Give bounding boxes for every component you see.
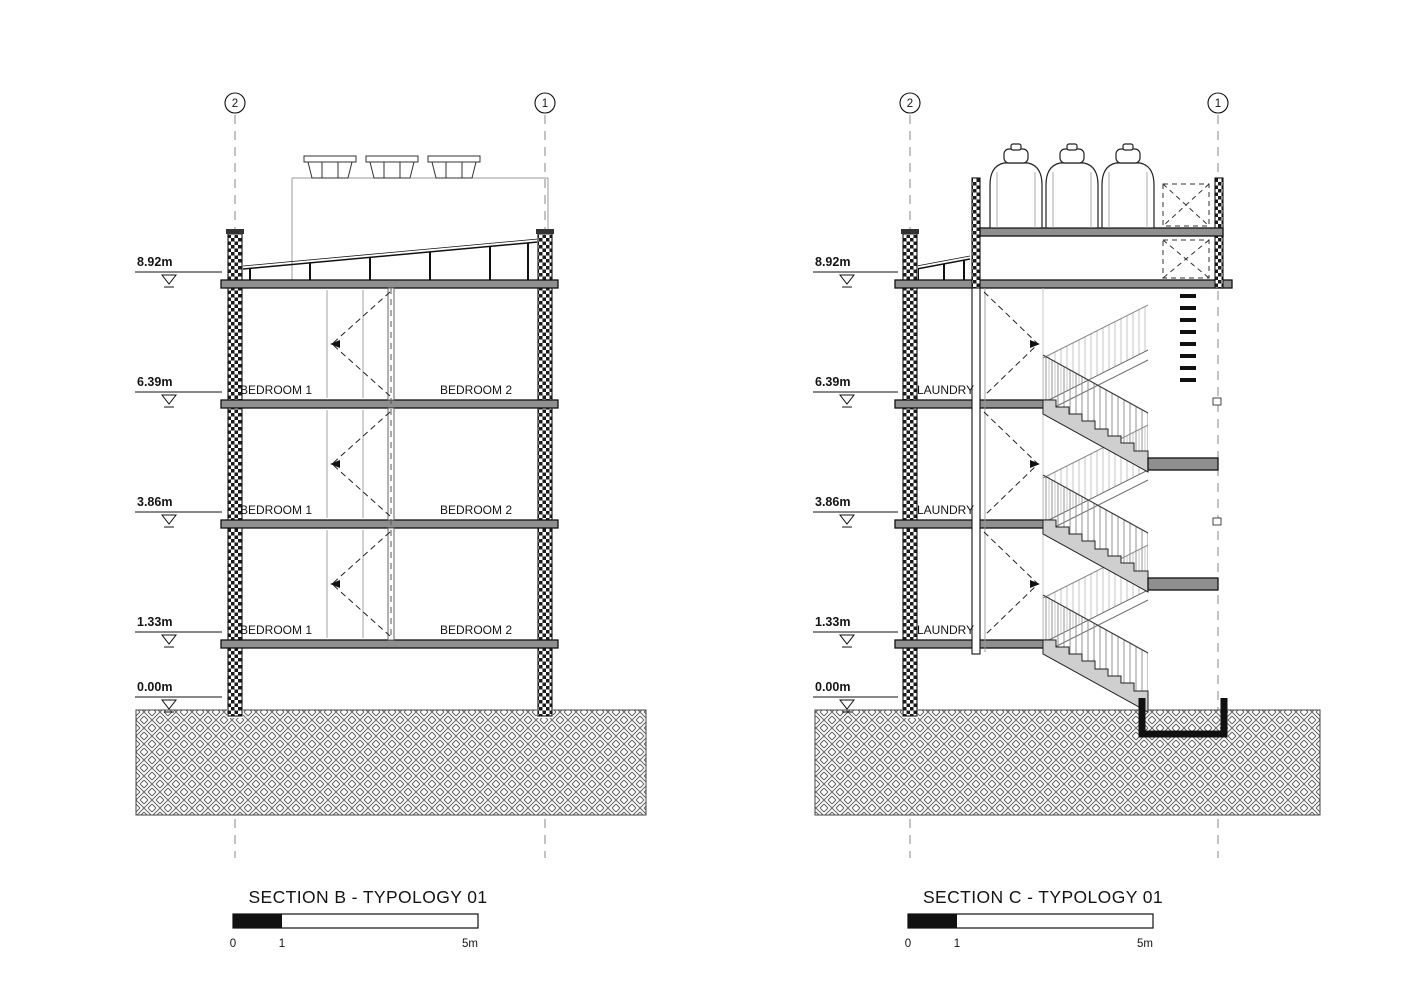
room-label: LAUNDRY bbox=[917, 383, 974, 397]
stair-footing bbox=[1138, 698, 1228, 738]
grid-marker-label: 1 bbox=[542, 98, 548, 110]
ground-hatch bbox=[814, 709, 1321, 816]
door-swing bbox=[983, 291, 1040, 637]
ground-hatch bbox=[135, 709, 647, 816]
water-tank bbox=[989, 143, 1043, 229]
vent-grille bbox=[1180, 294, 1196, 382]
floor-slab bbox=[220, 519, 559, 529]
room-label: BEDROOM 1 bbox=[240, 383, 312, 397]
room-label: BEDROOM 1 bbox=[240, 503, 312, 517]
floor-slab bbox=[220, 399, 559, 409]
scale-label: 1 bbox=[954, 938, 960, 950]
scale-label: 5m bbox=[1137, 938, 1153, 950]
facade-tick bbox=[1212, 517, 1222, 526]
elevation-marker: 0.00m bbox=[135, 680, 222, 713]
svg-text:1.33m: 1.33m bbox=[137, 615, 172, 629]
scale-label: 5m bbox=[462, 938, 478, 950]
grid-marker-2: 2 bbox=[224, 92, 246, 114]
elevation-marker: 8.92m bbox=[813, 255, 898, 288]
scale-bar: 0 1 5m bbox=[230, 913, 479, 950]
elevation-marker: 0.00m bbox=[813, 680, 898, 713]
roof-fan-unit bbox=[365, 155, 419, 179]
elevation-markers: 8.92m 6.39m 3.86m 1.33m 0.00m bbox=[135, 255, 222, 713]
elevation-marker: 6.39m bbox=[813, 375, 898, 408]
elevation-markers: 8.92m 6.39m 3.86m 1.33m 0.00m bbox=[813, 255, 898, 713]
grid-marker-2: 2 bbox=[899, 92, 921, 114]
column-cap bbox=[226, 229, 244, 234]
svg-text:8.92m: 8.92m bbox=[137, 255, 172, 269]
wall-cap bbox=[901, 229, 919, 234]
section-b: 2 1 bbox=[135, 92, 647, 950]
grid-marker-1: 1 bbox=[534, 92, 556, 114]
door-swing bbox=[330, 291, 391, 637]
duct-box bbox=[1162, 183, 1210, 279]
grid-marker-label: 2 bbox=[232, 98, 238, 110]
room-label: LAUNDRY bbox=[917, 623, 974, 637]
roof-slab bbox=[894, 279, 1233, 289]
svg-text:8.92m: 8.92m bbox=[815, 255, 850, 269]
roof-equipment bbox=[291, 155, 549, 280]
svg-text:6.39m: 6.39m bbox=[815, 375, 850, 389]
water-tanks bbox=[989, 143, 1155, 229]
room-labels: BEDROOM 1 BEDROOM 2 BEDROOM 1 BEDROOM 2 … bbox=[240, 383, 512, 637]
room-label: BEDROOM 2 bbox=[440, 383, 512, 397]
roof-slab bbox=[220, 279, 559, 289]
grid-marker-label: 2 bbox=[907, 98, 913, 110]
scale-bar: 0 1 5m bbox=[905, 913, 1154, 950]
room-label: LAUNDRY bbox=[917, 503, 974, 517]
elevation-marker: 3.86m bbox=[813, 495, 898, 528]
roof-fan-unit bbox=[427, 155, 481, 179]
column-cap bbox=[536, 229, 554, 234]
stair-wall-lower bbox=[971, 287, 981, 655]
elevation-marker: 1.33m bbox=[135, 615, 222, 648]
svg-text:0.00m: 0.00m bbox=[815, 680, 850, 694]
stair-wall-upper bbox=[971, 177, 981, 289]
elevation-marker: 3.86m bbox=[135, 495, 222, 528]
svg-text:1.33m: 1.33m bbox=[815, 615, 850, 629]
svg-text:6.39m: 6.39m bbox=[137, 375, 172, 389]
section-b-title: SECTION B - TYPOLOGY 01 bbox=[248, 887, 487, 907]
water-tank bbox=[1045, 143, 1099, 229]
tank-platform-slab bbox=[979, 227, 1224, 237]
room-labels: LAUNDRY LAUNDRY LAUNDRY bbox=[917, 383, 974, 637]
sloped-roof bbox=[242, 238, 539, 280]
elevation-marker: 8.92m bbox=[135, 255, 222, 288]
room-label: BEDROOM 1 bbox=[240, 623, 312, 637]
grid-marker-1: 1 bbox=[1207, 92, 1229, 114]
section-c: 2 1 bbox=[813, 92, 1321, 950]
water-tank bbox=[1101, 143, 1155, 229]
room-label: BEDROOM 2 bbox=[440, 503, 512, 517]
staircase bbox=[983, 288, 1228, 738]
floor-slab bbox=[220, 639, 559, 649]
scale-label: 0 bbox=[905, 938, 911, 950]
scale-label: 0 bbox=[230, 938, 236, 950]
scale-label: 1 bbox=[279, 938, 285, 950]
grid-marker-label: 1 bbox=[1215, 98, 1221, 110]
stair-landing bbox=[1147, 457, 1219, 471]
room-label: BEDROOM 2 bbox=[440, 623, 512, 637]
roof-fan-unit bbox=[303, 155, 357, 179]
svg-text:3.86m: 3.86m bbox=[137, 495, 172, 509]
elevation-marker: 1.33m bbox=[813, 615, 898, 648]
interior-partition bbox=[326, 287, 395, 641]
elevation-marker: 6.39m bbox=[135, 375, 222, 408]
section-c-title: SECTION C - TYPOLOGY 01 bbox=[923, 887, 1163, 907]
building-structure bbox=[220, 229, 559, 718]
svg-text:0.00m: 0.00m bbox=[137, 680, 172, 694]
building-structure bbox=[894, 177, 1233, 718]
svg-text:3.86m: 3.86m bbox=[815, 495, 850, 509]
facade-tick bbox=[1212, 397, 1222, 406]
stair-landing bbox=[1147, 577, 1219, 591]
